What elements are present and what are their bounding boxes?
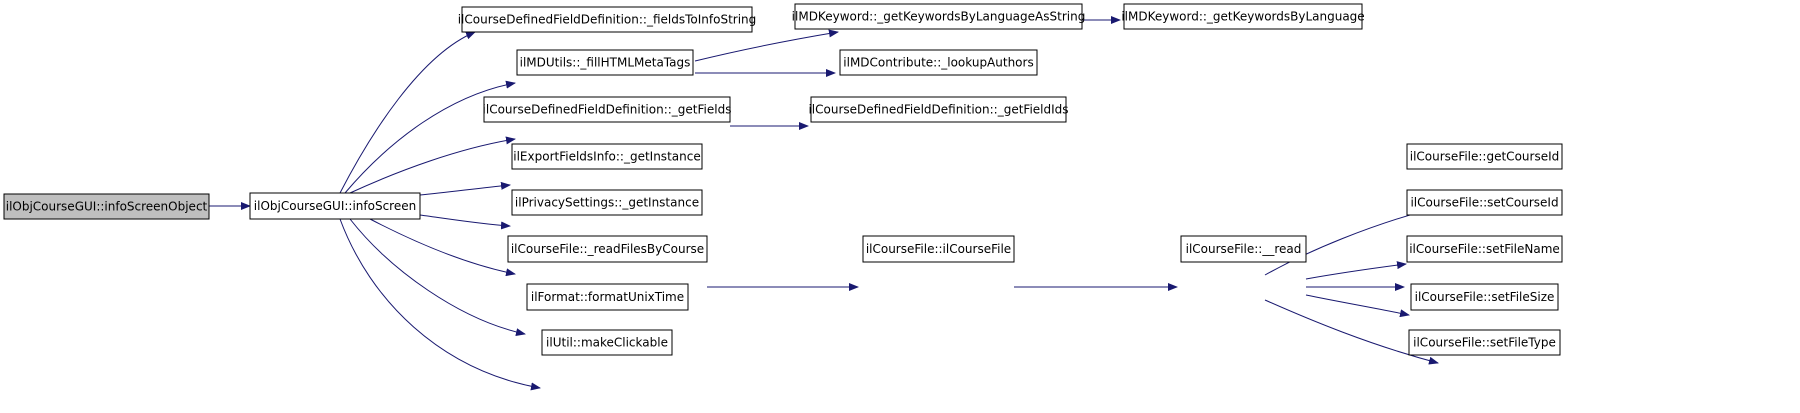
node-infoscreen[interactable]: ilObjCourseGUI::infoScreen <box>249 192 421 220</box>
node-label-read: ilCourseFile::__read <box>1186 242 1302 256</box>
node-exportgetinstance[interactable]: ilExportFieldsInfo::_getInstance <box>511 143 703 170</box>
node-label-infoscreen: ilObjCourseGUI::infoScreen <box>254 199 416 213</box>
edge-infoscreen-to-exportgetinstance <box>419 181 511 196</box>
node-setfilename[interactable]: ilCourseFile::setFileName <box>1406 235 1563 263</box>
call-edges <box>209 16 1439 391</box>
node-label-coursefilector: ilCourseFile::ilCourseFile <box>866 242 1011 256</box>
edge-infoscreen-to-fieldstoinfostring <box>339 31 476 194</box>
node-makeclickable[interactable]: ilUtil::makeClickable <box>541 329 673 356</box>
node-label-makeclickable: ilUtil::makeClickable <box>546 336 668 350</box>
node-label-privacygetinstance: ilPrivacySettings::_getInstance <box>515 196 699 210</box>
node-label-lookupauthors: ilMDContribute::_lookupAuthors <box>843 56 1033 70</box>
node-label-fieldstoinfostring: ilCourseDefinedFieldDefinition::_fieldsT… <box>458 13 757 27</box>
edge-infoscreen-to-fillhtmlmetatags <box>344 80 516 194</box>
node-label-setfiletype: ilCourseFile::setFileType <box>1413 336 1556 350</box>
edge-read-to-setfiletype <box>1264 299 1439 365</box>
node-root[interactable]: ilObjCourseGUI::infoScreenObject <box>3 193 210 220</box>
node-read[interactable]: ilCourseFile::__read <box>1180 235 1307 263</box>
node-label-readfilesbycourse: ilCourseFile::_readFilesByCourse <box>511 242 704 256</box>
edge-infoscreen-to-getfields <box>349 136 516 194</box>
node-kwasstring[interactable]: ilMDKeyword::_getKeywordsByLanguageAsStr… <box>792 3 1086 30</box>
node-fieldstoinfostring[interactable]: ilCourseDefinedFieldDefinition::_fieldsT… <box>458 6 757 33</box>
node-label-getcourseid: ilCourseFile::getCourseId <box>1410 150 1559 164</box>
node-getfieldids[interactable]: ilCourseDefinedFieldDefinition::_getFiel… <box>808 96 1069 123</box>
node-coursefilector[interactable]: ilCourseFile::ilCourseFile <box>862 235 1015 263</box>
node-setcourseid[interactable]: ilCourseFile::setCourseId <box>1406 189 1563 216</box>
edge-read-to-setfilesize <box>1305 294 1410 318</box>
call-nodes: ilObjCourseGUI::infoScreenObject ilObjCo… <box>3 3 1563 356</box>
node-label-root: ilObjCourseGUI::infoScreenObject <box>6 200 208 214</box>
node-label-setfilename: ilCourseFile::setFileName <box>1409 242 1560 256</box>
node-fillhtmlmetatags[interactable]: ilMDUtils::_fillHTMLMetaTags <box>516 49 694 76</box>
node-label-formatunixtime: ilFormat::formatUnixTime <box>531 290 684 304</box>
node-label-setcourseid: ilCourseFile::setCourseId <box>1410 196 1558 210</box>
node-label-kwasstring: ilMDKeyword::_getKeywordsByLanguageAsStr… <box>792 10 1086 24</box>
node-setfiletype[interactable]: ilCourseFile::setFileType <box>1408 329 1561 356</box>
edge-infoscreen-to-formatunixtime <box>349 218 526 337</box>
node-label-getfieldids: ilCourseDefinedFieldDefinition::_getFiel… <box>808 103 1068 117</box>
node-lookupauthors[interactable]: ilMDContribute::_lookupAuthors <box>839 49 1038 76</box>
edge-infoscreen-to-readfilesbycourse <box>369 218 516 277</box>
node-kwbylang[interactable]: ilMDKeyword::_getKeywordsByLanguage <box>1121 3 1365 30</box>
node-getfields[interactable]: ilCourseDefinedFieldDefinition::_getFiel… <box>483 96 732 123</box>
node-label-exportgetinstance: ilExportFieldsInfo::_getInstance <box>513 150 700 164</box>
node-label-fillhtmlmetatags: ilMDUtils::_fillHTMLMetaTags <box>520 56 691 70</box>
node-label-getfields: ilCourseDefinedFieldDefinition::_getFiel… <box>483 103 732 117</box>
edge-fillhtmlmetatags-to-kwasstring <box>694 29 839 62</box>
node-readfilesbycourse[interactable]: ilCourseFile::_readFilesByCourse <box>507 235 708 263</box>
node-formatunixtime[interactable]: ilFormat::formatUnixTime <box>526 283 689 311</box>
node-setfilesize[interactable]: ilCourseFile::setFileSize <box>1410 283 1559 311</box>
node-getcourseid[interactable]: ilCourseFile::getCourseId <box>1406 143 1563 170</box>
node-label-setfilesize: ilCourseFile::setFileSize <box>1415 290 1555 304</box>
edge-infoscreen-to-makeclickable <box>339 218 541 391</box>
node-label-kwbylang: ilMDKeyword::_getKeywordsByLanguage <box>1121 10 1364 24</box>
node-privacygetinstance[interactable]: ilPrivacySettings::_getInstance <box>511 189 703 216</box>
edge-infoscreen-to-privacygetinstance <box>419 214 511 230</box>
edge-read-to-setcourseid <box>1305 261 1407 280</box>
